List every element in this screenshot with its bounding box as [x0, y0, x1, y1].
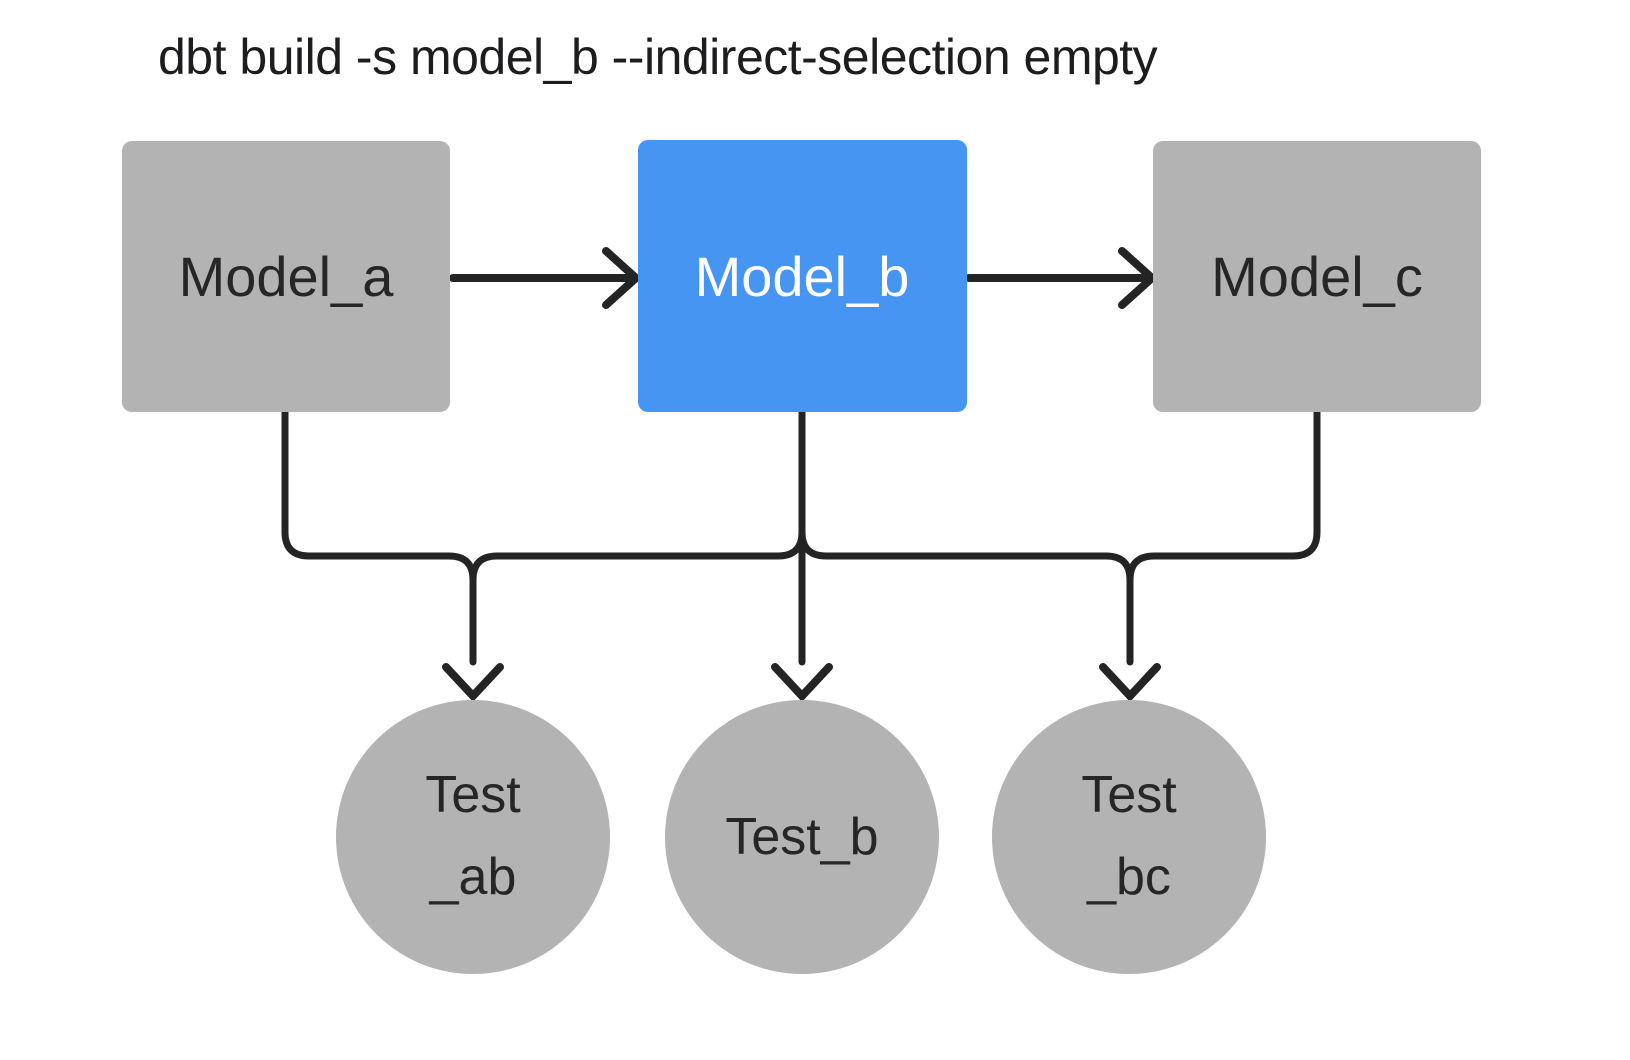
arrowhead-down-test-bc-icon	[1099, 663, 1161, 702]
node-test-bc: Test _bc	[992, 700, 1266, 974]
node-test-b: Test_b	[665, 700, 939, 974]
node-model-a-label: Model_a	[179, 245, 395, 308]
node-model-b-selected: Model_b	[638, 140, 967, 412]
edge-horizontal-right	[798, 528, 1134, 584]
edge-horizontal-left	[469, 528, 806, 584]
node-test-ab: Test _ab	[336, 700, 610, 974]
node-model-c: Model_c	[1153, 141, 1481, 412]
edge-model-b-to-model-c	[965, 247, 1158, 309]
edge-model-a-to-model-b	[449, 247, 642, 309]
edge-models-to-tests	[281, 408, 1321, 702]
node-model-c-box	[1153, 141, 1481, 412]
node-model-a: Model_a	[122, 141, 450, 412]
node-model-b-label: Model_b	[695, 245, 910, 308]
node-test-b-label-line1: Test_b	[725, 808, 878, 866]
node-test-ab-label-line1: Test	[425, 766, 521, 824]
node-test-ab-label-line2: _ab	[429, 848, 517, 906]
arrowhead-down-test-ab-icon	[442, 663, 504, 702]
node-test-bc-label-line2: _bc	[1086, 848, 1171, 906]
edge-model-c-branch	[1126, 408, 1321, 584]
diagram-title: dbt build -s model_b --indirect-selectio…	[158, 29, 1158, 85]
node-model-c-label: Model_c	[1211, 245, 1423, 308]
node-model-a-box	[122, 141, 450, 412]
node-model-b-box	[638, 140, 967, 412]
arrowhead-right-icon	[1118, 247, 1158, 309]
arrowhead-right-icon	[602, 247, 642, 309]
edge-model-a-branch	[281, 408, 477, 666]
node-test-b-circle	[665, 700, 939, 974]
node-test-bc-circle	[992, 700, 1266, 974]
node-test-bc-label-line1: Test	[1081, 766, 1177, 824]
arrowhead-down-test-b-icon	[771, 663, 833, 702]
node-test-ab-circle	[336, 700, 610, 974]
